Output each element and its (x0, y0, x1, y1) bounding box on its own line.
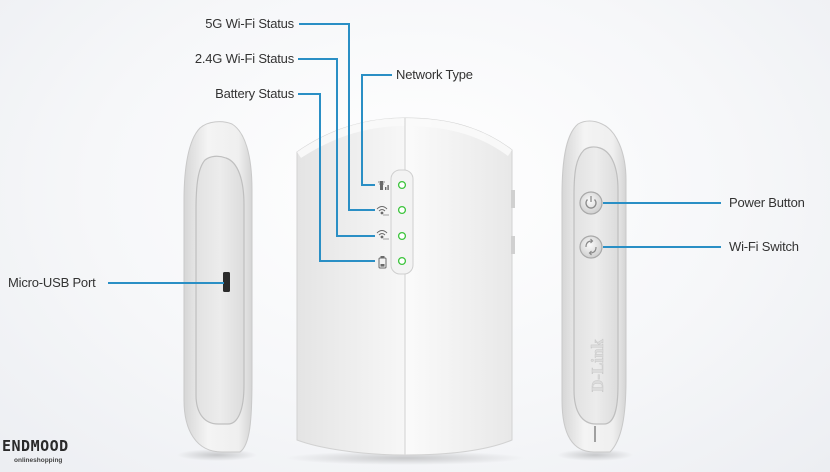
power-button[interactable] (579, 191, 603, 215)
callout-line-24g (298, 58, 375, 237)
wifi-switch-icon (585, 238, 597, 256)
label-24g-wifi-status: 2.4G Wi-Fi Status (194, 51, 294, 66)
callout-line-network (361, 74, 392, 186)
battery-icon (378, 256, 387, 269)
power-icon (585, 196, 597, 209)
callout-lines (108, 23, 721, 284)
wifi-5g-led (397, 205, 407, 215)
right-side-view: D-Link (557, 120, 633, 461)
front-top-bevel (297, 118, 512, 158)
watermark-subtitle: onlineshopping (14, 457, 63, 464)
callout-line-5g (299, 23, 375, 211)
wifi-5g-icon (376, 206, 389, 216)
label-micro-usb-port: Micro-USB Port (8, 275, 96, 290)
watermark-title: ENDMOOD (2, 437, 69, 455)
label-5g-wifi-status: 5G Wi-Fi Status (205, 16, 294, 31)
callout-line-battery (298, 93, 375, 262)
left-side-inset-panel (195, 155, 245, 425)
wifi-24g-icon (376, 230, 389, 240)
left-side-view (177, 121, 257, 461)
label-wifi-switch: Wi-Fi Switch (729, 239, 799, 254)
brand-logo: D-Link (588, 339, 607, 392)
front-view (285, 117, 525, 465)
label-battery-status: Battery Status (215, 86, 294, 101)
right-side-slot (594, 426, 596, 442)
wifi-switch-button[interactable] (579, 235, 603, 259)
battery-led (397, 256, 407, 266)
front-left-face (296, 117, 406, 456)
label-network-type: Network Type (396, 67, 473, 82)
wifi-24g-led (397, 231, 407, 241)
led-indicator-strip (390, 169, 414, 275)
front-right-face (404, 117, 513, 456)
label-power-button: Power Button (729, 195, 805, 210)
network-type-led (397, 180, 407, 190)
micro-usb-port (223, 272, 230, 292)
signal-icon (378, 181, 389, 190)
right-side-inset-panel (573, 146, 619, 425)
